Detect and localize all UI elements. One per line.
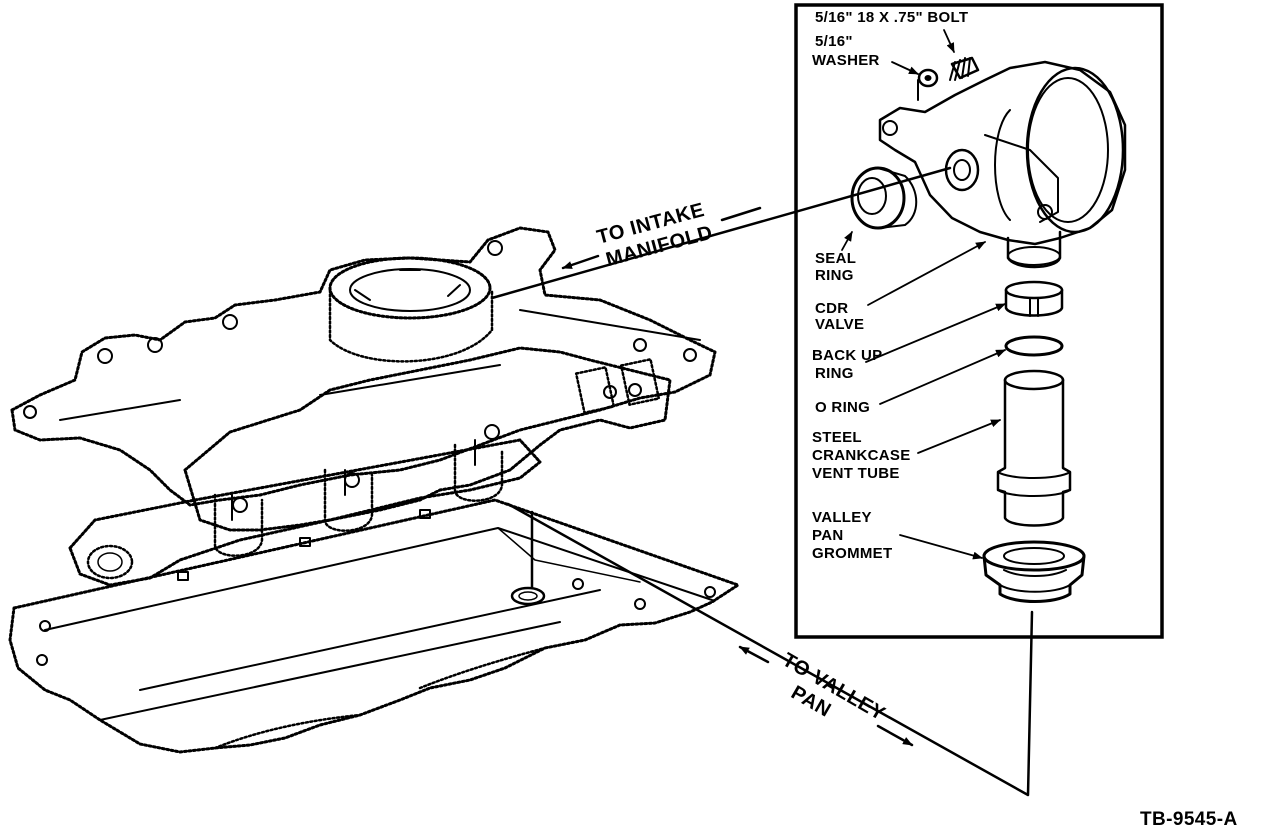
o-ring-label: O RING <box>815 399 870 416</box>
washer-label-line1: 5/16" <box>815 33 853 50</box>
to-valley-arrow <box>738 645 770 664</box>
back-up-ring-illustration <box>1004 280 1064 317</box>
connection-lines <box>490 166 1034 797</box>
back-up-ring-label-line2: RING <box>815 365 854 382</box>
valley-pan <box>8 498 740 754</box>
grommet-label-line3: GROMMET <box>812 545 892 562</box>
seal-ring-label-line1: SEAL <box>815 250 856 267</box>
bolt-illustration <box>949 56 980 81</box>
vent-tube-label-line2: CRANKCASE <box>812 447 911 464</box>
cdr-valve-illustration <box>878 60 1127 269</box>
seal-ring-illustration <box>850 166 918 230</box>
to-valley-pan-label: TO VALLEY PAN <box>778 649 889 726</box>
detail-box <box>794 3 1164 639</box>
grommet-label-line2: PAN <box>812 527 843 544</box>
to-intake-arrow <box>561 254 600 270</box>
figure-id: TB-9545-A <box>1140 809 1238 830</box>
vent-tube-label-line1: STEEL <box>812 429 862 446</box>
callout-labels: 5/16" 18 X .75" BOLT 5/16" WASHER SEAL R… <box>812 9 968 562</box>
seal-ring-label-line2: RING <box>815 267 854 284</box>
washer-label-line2: WASHER <box>812 52 880 69</box>
intake-manifold <box>10 226 717 557</box>
back-up-ring-label-line1: BACK UP <box>812 347 882 364</box>
o-ring-illustration <box>1004 335 1064 357</box>
vent-tube-label-line3: VENT TUBE <box>812 465 900 482</box>
vent-tube-illustration <box>996 369 1072 527</box>
grommet-label-line1: VALLEY <box>812 509 872 526</box>
to-valley-arrow-tail <box>876 724 914 747</box>
leader-lines <box>841 29 1006 560</box>
washer-illustration <box>917 68 939 88</box>
cdr-valve-label-line2: VALVE <box>815 316 864 333</box>
engine-assembly-illustration <box>8 226 740 754</box>
to-intake-arrow-tail <box>720 206 762 222</box>
cdr-valve-label-line1: CDR <box>815 300 848 317</box>
manifold-gasket <box>68 438 542 587</box>
to-intake-manifold-label: TO INTAKE MANIFOLD <box>595 199 716 271</box>
valley-pan-grommet-illustration <box>982 540 1086 603</box>
bolt-label: 5/16" 18 X .75" BOLT <box>815 9 968 26</box>
